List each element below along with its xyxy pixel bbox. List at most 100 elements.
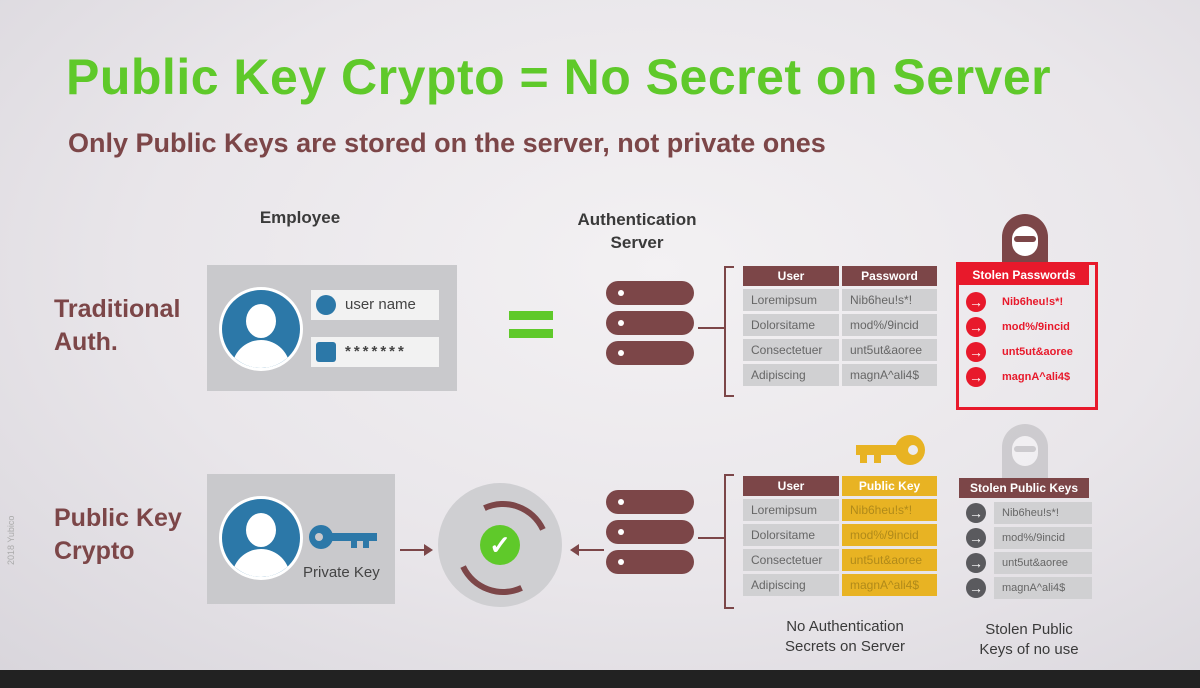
hacker-icon	[996, 424, 1054, 484]
arrow-right-icon	[966, 578, 986, 598]
server-connector-line	[698, 327, 724, 329]
traditional-auth-label: Traditional Auth.	[54, 293, 180, 359]
arrow-to-verify-icon	[400, 549, 430, 551]
list-item: magnA^ali4$	[962, 366, 1090, 388]
public-key-icon	[856, 435, 925, 465]
private-key-icon	[309, 525, 377, 549]
password-mask: *******	[345, 343, 407, 360]
no-secrets-caption-line2: Secrets on Server	[784, 638, 906, 655]
table-cell-user: Adipiscing	[743, 574, 839, 596]
stolen-public-keys-list: Nib6heu!s*! mod%/9incid unt5ut&aoree mag…	[962, 502, 1092, 602]
equals-sign-icon	[509, 311, 553, 347]
stolen-password-value: Nib6heu!s*!	[1002, 296, 1064, 308]
stolen-key-value: unt5ut&aoree	[994, 552, 1092, 574]
stolen-password-value: magnA^ali4$	[1002, 371, 1071, 383]
traditional-auth-label-line2: Auth.	[54, 328, 118, 356]
password-field: *******	[311, 337, 439, 367]
column-header-public-key: Public Key	[842, 476, 937, 496]
username-field: user name	[311, 290, 439, 320]
slide-subtitle: Only Public Keys are stored on the serve…	[68, 128, 826, 158]
table-row: Consectetuer unt5ut&aoree	[743, 549, 937, 571]
public-key-crypto-label-line2: Crypto	[54, 537, 135, 565]
verify-sync-icon: ✓	[438, 483, 564, 609]
table-cell-password: magnA^ali4$	[842, 364, 937, 386]
checkmark-icon: ✓	[480, 525, 520, 565]
stolen-passwords-box	[956, 262, 1098, 410]
table-cell-user: Adipiscing	[743, 364, 839, 386]
arrow-right-icon	[966, 503, 986, 523]
employee-avatar-icon	[219, 287, 303, 371]
stolen-password-value: unt5ut&aoree	[1002, 346, 1073, 358]
table-cell-user: Dolorsitame	[743, 314, 839, 336]
server-connector-line	[698, 537, 724, 539]
public-key-crypto-label-line1: Public Key	[54, 504, 182, 532]
slide: Public Key Crypto = No Secret on Server …	[0, 0, 1200, 670]
public-key-crypto-label: Public Key Crypto	[54, 502, 182, 568]
stolen-public-keys-header: Stolen Public Keys	[959, 478, 1089, 498]
arrow-from-server-icon	[578, 549, 604, 551]
stolen-no-use-caption-line1: Stolen Public	[985, 621, 1073, 638]
screen-bottom-edge	[0, 670, 1200, 688]
list-item: mod%/9incid	[962, 527, 1092, 549]
stolen-no-use-caption: Stolen Public Keys of no use	[954, 620, 1104, 660]
arrow-right-icon	[966, 292, 986, 312]
table-row: Loremipsum Nib6heu!s*!	[743, 499, 937, 521]
arrow-right-icon	[966, 317, 986, 337]
no-secrets-caption-line1: No Authentication	[786, 618, 904, 635]
user-icon	[316, 295, 336, 315]
table-row: Adipiscing magnA^ali4$	[743, 574, 937, 596]
slide-title: Public Key Crypto = No Secret on Server	[66, 49, 1052, 105]
traditional-auth-label-line1: Traditional	[54, 295, 181, 323]
arrow-right-icon	[966, 528, 986, 548]
table-cell-user: Consectetuer	[743, 339, 839, 361]
table-cell-public-key: magnA^ali4$	[842, 574, 937, 596]
lock-icon	[316, 342, 336, 362]
login-form-panel: user name *******	[207, 265, 457, 391]
table-row: Dolorsitame mod%/9incid	[743, 524, 937, 546]
stolen-password-value: mod%/9incid	[1002, 321, 1070, 333]
password-table: User Password Loremipsum Nib6heu!s*! Dol…	[740, 263, 940, 389]
stolen-passwords-list: Nib6heu!s*! mod%/9incid unt5ut&aoree mag…	[962, 291, 1090, 391]
list-item: Nib6heu!s*!	[962, 502, 1092, 524]
table-cell-user: Loremipsum	[743, 289, 839, 311]
table-row: Loremipsum Nib6heu!s*!	[743, 289, 937, 311]
table-bracket	[724, 474, 734, 609]
table-row: Adipiscing magnA^ali4$	[743, 364, 937, 386]
list-item: magnA^ali4$	[962, 577, 1092, 599]
column-header-user: User	[743, 266, 839, 286]
table-cell-public-key: unt5ut&aoree	[842, 549, 937, 571]
arrow-right-icon	[966, 553, 986, 573]
list-item: unt5ut&aoree	[962, 341, 1090, 363]
table-row: Consectetuer unt5ut&aoree	[743, 339, 937, 361]
employee-header: Employee	[259, 208, 341, 227]
table-cell-password: mod%/9incid	[842, 314, 937, 336]
table-cell-user: Dolorsitame	[743, 524, 839, 546]
column-header-password: Password	[842, 266, 937, 286]
stolen-key-value: magnA^ali4$	[994, 577, 1092, 599]
stolen-no-use-caption-line2: Keys of no use	[979, 641, 1079, 658]
arrow-right-icon	[966, 367, 986, 387]
stolen-passwords-header: Stolen Passwords	[959, 265, 1089, 285]
list-item: unt5ut&aoree	[962, 552, 1092, 574]
public-key-table: User Public Key Loremipsum Nib6heu!s*! D…	[740, 473, 940, 599]
auth-server-header: Authentication Server	[562, 208, 712, 254]
stolen-key-value: Nib6heu!s*!	[994, 502, 1092, 524]
table-cell-user: Loremipsum	[743, 499, 839, 521]
copyright-text: 2018 Yubico	[6, 515, 16, 565]
table-row: Dolorsitame mod%/9incid	[743, 314, 937, 336]
auth-server-header-line2: Server	[610, 233, 664, 252]
list-item: mod%/9incid	[962, 316, 1090, 338]
auth-server-icon	[606, 281, 694, 371]
username-placeholder: user name	[345, 296, 416, 313]
private-key-panel: Private Key	[207, 474, 395, 604]
table-cell-public-key: mod%/9incid	[842, 524, 937, 546]
table-cell-public-key: Nib6heu!s*!	[842, 499, 937, 521]
table-bracket	[724, 266, 734, 397]
employee-avatar-icon	[219, 496, 303, 580]
arrow-right-icon	[966, 342, 986, 362]
no-secrets-caption: No Authentication Secrets on Server	[760, 617, 930, 657]
list-item: Nib6heu!s*!	[962, 291, 1090, 313]
table-cell-password: Nib6heu!s*!	[842, 289, 937, 311]
column-header-user: User	[743, 476, 839, 496]
auth-server-header-line1: Authentication	[577, 210, 697, 229]
